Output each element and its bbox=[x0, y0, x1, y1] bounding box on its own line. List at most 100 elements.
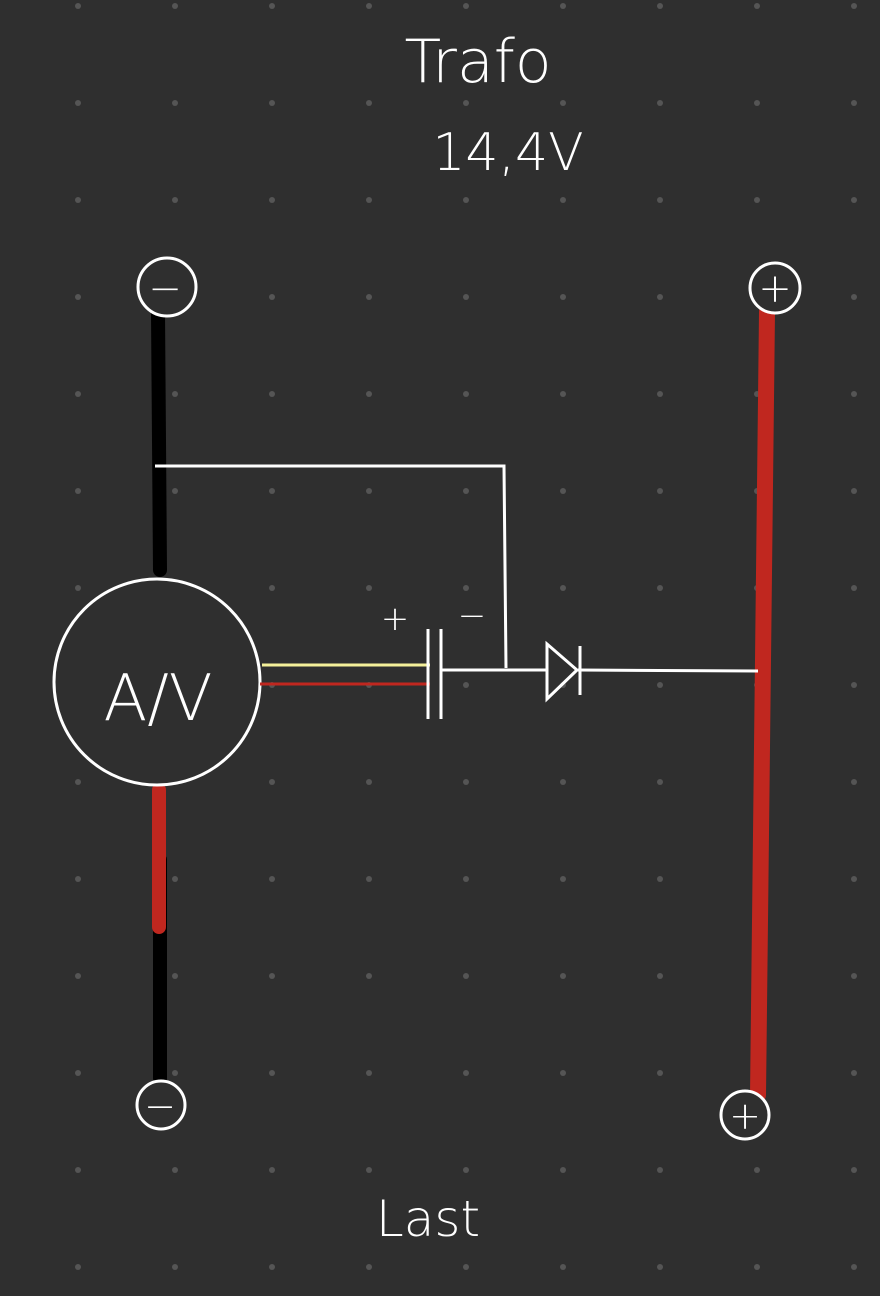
grid-dot bbox=[560, 779, 566, 785]
grid-dot bbox=[366, 3, 372, 9]
grid-dot bbox=[657, 3, 663, 9]
grid-dot bbox=[560, 488, 566, 494]
grid-dot bbox=[851, 197, 857, 203]
grid-dot bbox=[560, 1264, 566, 1270]
grid-dot bbox=[754, 1167, 760, 1173]
grid-dot bbox=[269, 1070, 275, 1076]
grid-dot bbox=[172, 197, 178, 203]
grid-dot bbox=[463, 3, 469, 9]
grid-dot bbox=[463, 391, 469, 397]
grid-dot bbox=[657, 294, 663, 300]
grid-dot bbox=[754, 197, 760, 203]
terminal-plus-label: + bbox=[729, 1094, 761, 1138]
grid-dot bbox=[172, 876, 178, 882]
black-wire-top bbox=[151, 305, 167, 577]
grid-dot bbox=[463, 876, 469, 882]
grid-dot bbox=[269, 779, 275, 785]
grid-dot bbox=[657, 876, 663, 882]
grid-dot bbox=[463, 197, 469, 203]
grid-dot bbox=[75, 488, 81, 494]
grid-dot bbox=[851, 585, 857, 591]
grid-dot bbox=[657, 1264, 663, 1270]
grid-dot bbox=[269, 391, 275, 397]
meter: A/V bbox=[52, 577, 262, 787]
grid-dot bbox=[560, 1070, 566, 1076]
grid-dot bbox=[172, 100, 178, 106]
grid-dot bbox=[75, 294, 81, 300]
grid-dot bbox=[366, 197, 372, 203]
grid-dot bbox=[657, 100, 663, 106]
grid-dot bbox=[172, 973, 178, 979]
white-wire-branch bbox=[155, 464, 508, 669]
grid-dot bbox=[75, 197, 81, 203]
grid-dot bbox=[560, 1167, 566, 1173]
grid-dot bbox=[269, 1264, 275, 1270]
grid-dot bbox=[366, 585, 372, 591]
grid-dot bbox=[657, 197, 663, 203]
terminal-bottom-right: + bbox=[719, 1089, 771, 1141]
grid-dot bbox=[851, 876, 857, 882]
grid-dot bbox=[172, 488, 178, 494]
grid-dot bbox=[851, 682, 857, 688]
meter-circle bbox=[52, 577, 262, 787]
grid-dot bbox=[75, 876, 81, 882]
grid-dot bbox=[560, 3, 566, 9]
terminal-minus-label: − bbox=[148, 266, 182, 312]
grid-dot bbox=[851, 1070, 857, 1076]
grid-dot bbox=[463, 585, 469, 591]
capacitor-plus-label: + bbox=[381, 599, 410, 639]
grid-dot bbox=[75, 779, 81, 785]
grid-dot bbox=[366, 1264, 372, 1270]
grid-dot bbox=[172, 1167, 178, 1173]
grid-dot bbox=[463, 100, 469, 106]
grid-dot bbox=[463, 294, 469, 300]
grid-dot bbox=[463, 1167, 469, 1173]
title-voltage: 14,4V bbox=[432, 123, 583, 183]
grid-dot bbox=[754, 3, 760, 9]
grid-dot bbox=[560, 876, 566, 882]
wire-diode-right bbox=[577, 668, 759, 673]
grid-dot bbox=[269, 3, 275, 9]
grid-dot bbox=[269, 1167, 275, 1173]
footer-label-last: Last bbox=[376, 1190, 480, 1248]
grid-dot bbox=[560, 100, 566, 106]
grid-dot bbox=[172, 391, 178, 397]
grid-dot bbox=[366, 973, 372, 979]
terminal-minus-label: − bbox=[144, 1084, 176, 1128]
grid-dot bbox=[463, 682, 469, 688]
terminal-plus-label: + bbox=[758, 266, 792, 312]
grid-dot bbox=[366, 1167, 372, 1173]
grid-dot bbox=[269, 294, 275, 300]
grid-dot bbox=[851, 488, 857, 494]
grid-dot bbox=[75, 973, 81, 979]
grid-dot bbox=[657, 779, 663, 785]
grid-dot bbox=[75, 3, 81, 9]
grid-dot bbox=[560, 197, 566, 203]
grid-dot bbox=[172, 1070, 178, 1076]
grid-dot bbox=[269, 488, 275, 494]
terminal-bottom-left: − bbox=[135, 1079, 187, 1131]
grid-dot bbox=[269, 973, 275, 979]
grid-dot bbox=[463, 779, 469, 785]
grid-dot bbox=[657, 1070, 663, 1076]
grid-dot bbox=[754, 100, 760, 106]
grid-dot bbox=[366, 294, 372, 300]
grid-dot bbox=[851, 779, 857, 785]
grid-dot bbox=[269, 585, 275, 591]
grid-dot bbox=[269, 197, 275, 203]
grid-dot bbox=[75, 1070, 81, 1076]
grid-dot bbox=[172, 3, 178, 9]
grid-dot bbox=[560, 973, 566, 979]
grid-dot bbox=[657, 488, 663, 494]
grid-dot bbox=[851, 391, 857, 397]
grid-dot bbox=[851, 3, 857, 9]
grid-dot bbox=[560, 585, 566, 591]
grid-dot bbox=[269, 876, 275, 882]
grid-dot bbox=[657, 682, 663, 688]
grid-dot bbox=[366, 391, 372, 397]
grid-dot bbox=[366, 779, 372, 785]
grid-dot bbox=[851, 100, 857, 106]
terminal-top-left: − bbox=[136, 256, 198, 318]
capacitor-minus-label: − bbox=[458, 596, 487, 636]
grid-dot bbox=[172, 1264, 178, 1270]
